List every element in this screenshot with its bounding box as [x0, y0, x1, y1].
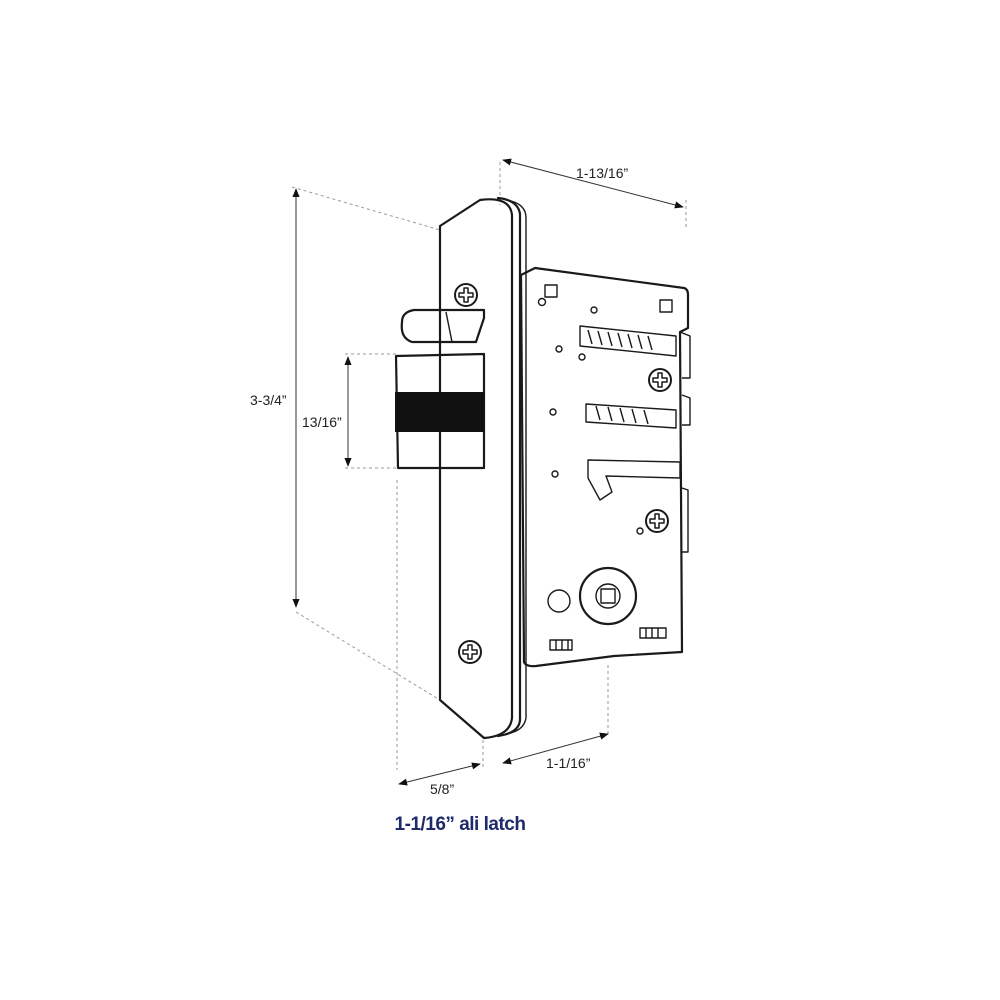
mounting-flange	[496, 196, 527, 738]
lock-case	[519, 266, 691, 668]
faceplate	[438, 198, 514, 740]
top-depth-label: 1-13/16”	[576, 165, 628, 181]
deadlatch-plunger	[400, 308, 486, 344]
latch-height-label: 13/16”	[302, 414, 342, 430]
phillips-screw-icon	[458, 640, 482, 664]
phillips-screw-icon	[648, 368, 672, 392]
latch-bolt	[394, 352, 486, 470]
caption-title: 1-1/16” ali latch	[394, 814, 526, 835]
top-depth-dimension-line	[502, 158, 684, 209]
dimension-lines	[292, 158, 684, 786]
height-label: 3-3/4”	[250, 392, 287, 408]
phillips-screw-icon	[645, 509, 669, 533]
extension-lines	[291, 162, 687, 770]
bottom-depth-label: 1-1/16”	[546, 755, 591, 771]
faceplate-width-label: 5/8”	[430, 781, 454, 797]
phillips-screw-icon	[454, 283, 478, 307]
bottom-depth-dimension-line	[502, 732, 609, 765]
faceplate-width-dimension-line	[398, 762, 481, 786]
